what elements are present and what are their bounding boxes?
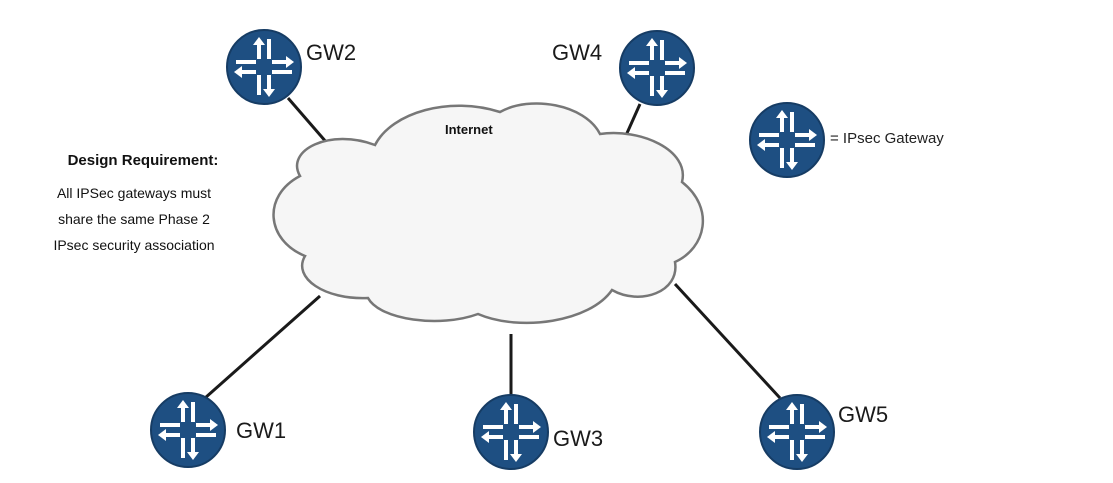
gw2-router-icon: [225, 28, 303, 106]
gw3-router-icon: [472, 393, 550, 471]
legend-label: = IPsec Gateway: [830, 130, 944, 147]
ipsec-gateway-icon: [748, 101, 826, 179]
gw1-router-icon: [149, 391, 227, 469]
gw5-router-icon: [758, 393, 836, 471]
gw4-router-icon: [618, 29, 696, 107]
gw3-label: GW3: [553, 426, 604, 451]
design-requirement-title: Design Requirement:: [67, 152, 219, 169]
gw5-label: GW5: [838, 402, 889, 427]
requirement-line: IPsec security association: [53, 237, 215, 253]
internet-label: Internet: [445, 122, 493, 137]
gw2-label: GW2: [306, 40, 357, 65]
gw1-label: GW1: [236, 418, 287, 443]
design-requirement-body: All IPSec gateways must share the same P…: [10, 180, 258, 258]
internet-cloud: [272, 102, 705, 325]
requirement-line: share the same Phase 2: [58, 211, 210, 227]
link-gw5: [673, 282, 782, 400]
gw4-label: GW4: [552, 40, 603, 65]
requirement-line: All IPSec gateways must: [56, 185, 212, 201]
link-gw1: [204, 294, 321, 400]
